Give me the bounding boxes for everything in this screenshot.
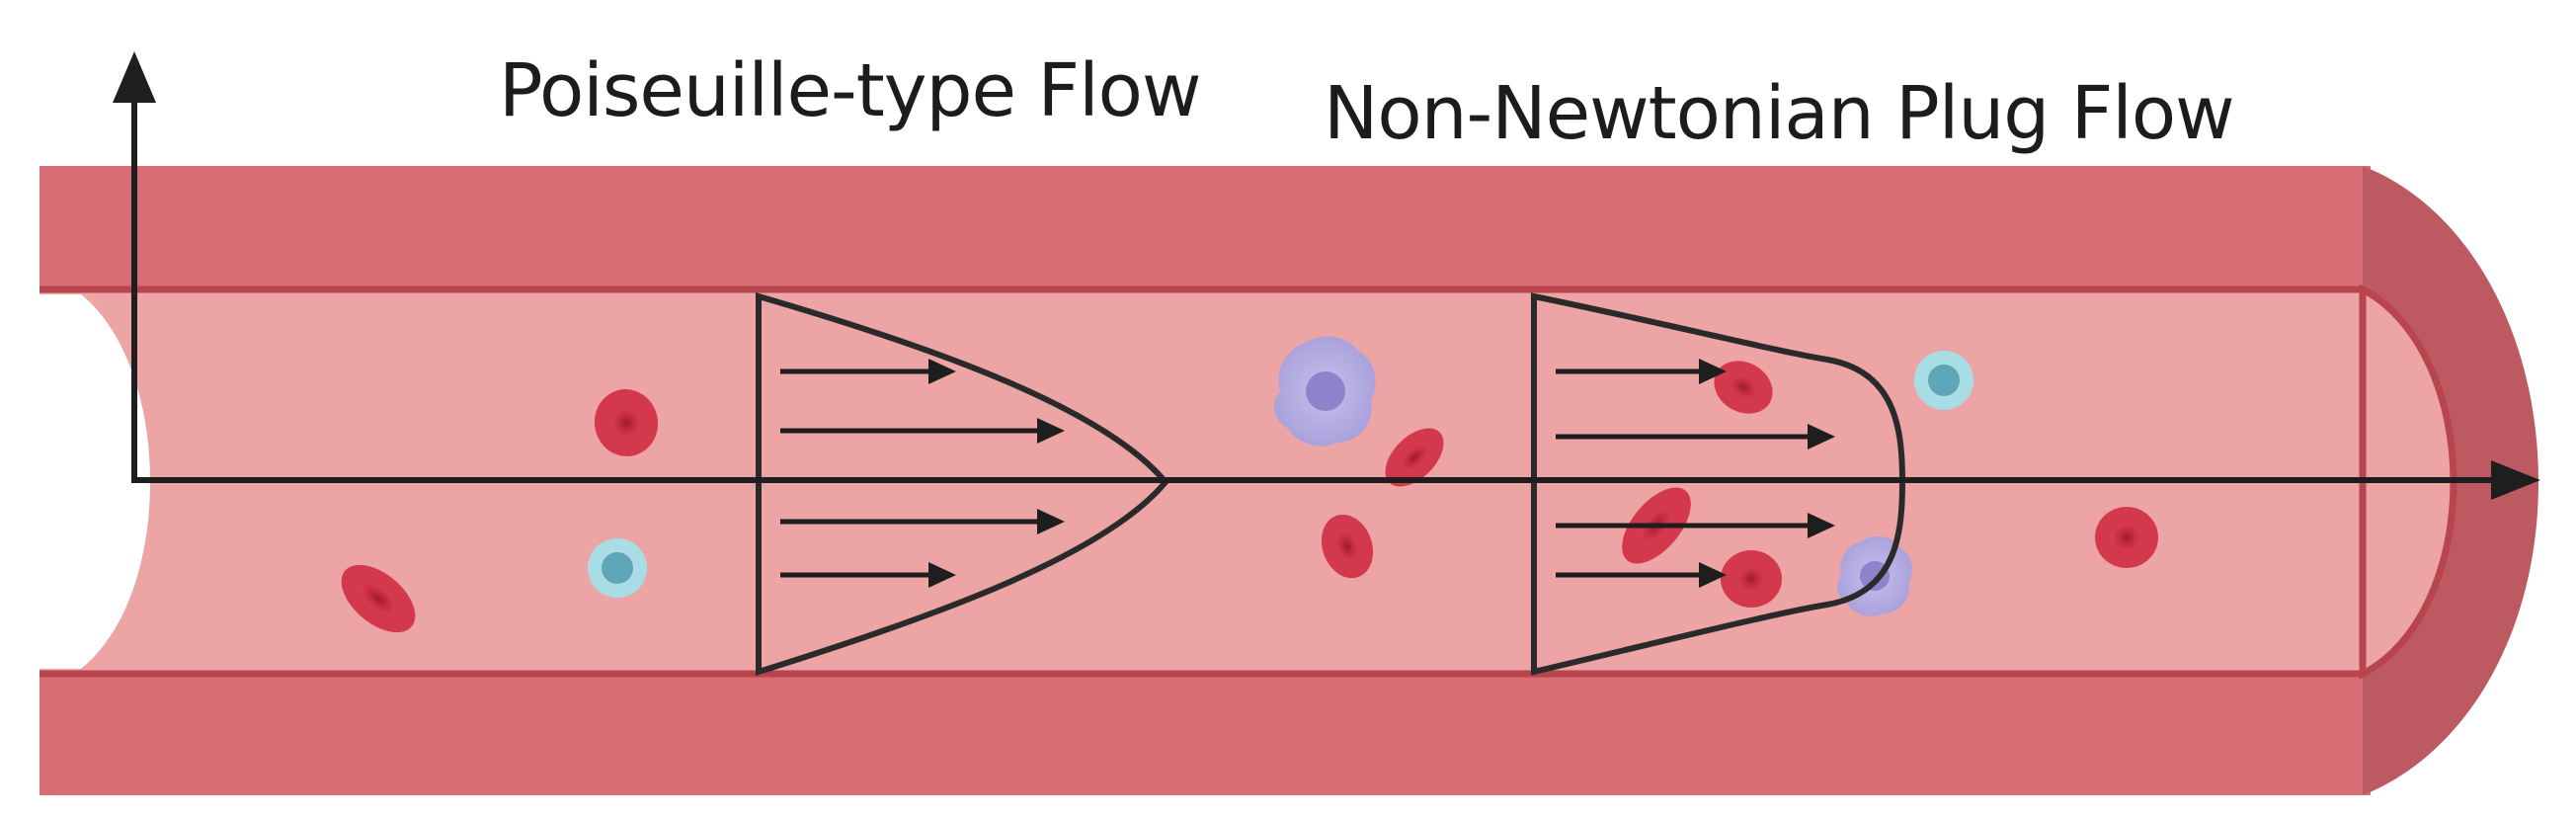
platelet-cell [1914, 351, 1973, 410]
plug-velocity-arrows [1556, 368, 1812, 578]
vessel-wall-top [40, 166, 2371, 291]
poiseuille-arrowheads [928, 359, 1065, 588]
plug-arrowheads [1699, 359, 1835, 588]
red-blood-cell [1721, 550, 1782, 608]
red-blood-cell [1385, 428, 1444, 487]
red-blood-cell [341, 564, 416, 633]
plug-flow-label: Non-Newtonian Plug Flow [1324, 71, 2235, 156]
red-blood-cell [1321, 514, 1374, 579]
platelet-cell [588, 538, 647, 598]
white-blood-cell [1273, 336, 1376, 447]
red-blood-cell [2095, 507, 2158, 568]
vessel-wall-bottom [40, 672, 2371, 795]
poiseuille-velocity-arrows [780, 368, 1042, 578]
poiseuille-flow-label: Poiseuille-type Flow [499, 48, 1201, 133]
red-blood-cell [1714, 361, 1773, 414]
horizontal-axis-arrowhead [2491, 460, 2540, 500]
vertical-axis-arrowhead [113, 51, 156, 103]
vessel-open-end [40, 294, 150, 669]
red-blood-cell [594, 389, 659, 456]
